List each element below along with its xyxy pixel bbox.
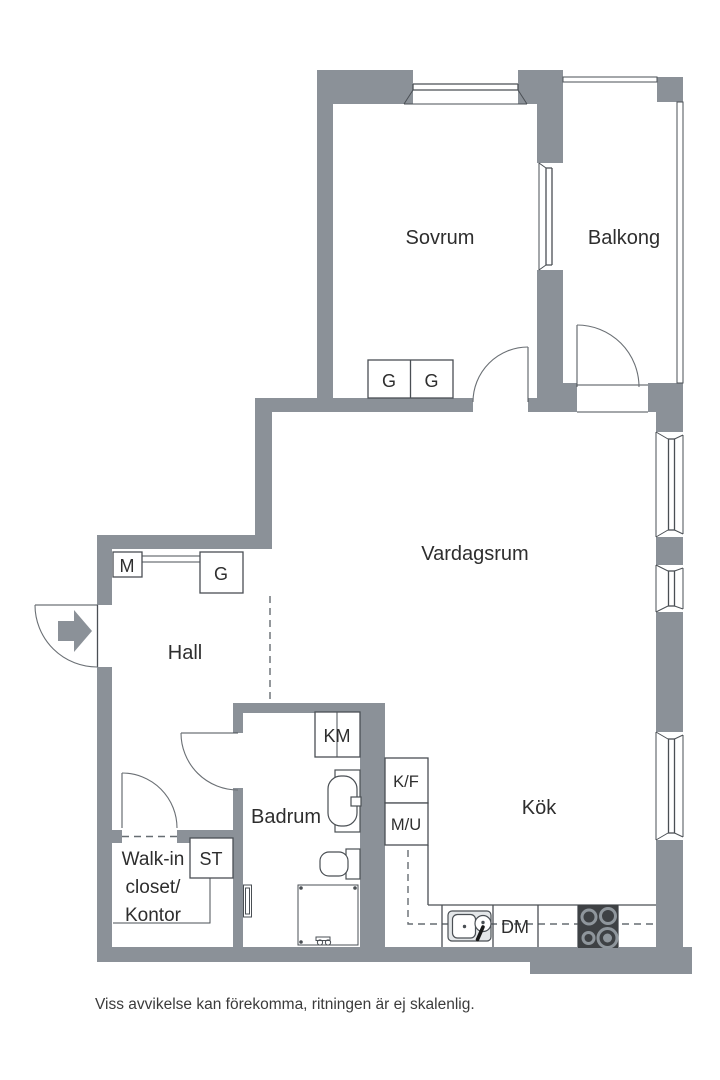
balcony-top-railing [562, 76, 658, 83]
wall-hall-top [97, 535, 272, 549]
door-swing-sovrum [472, 346, 529, 403]
walkin-rail-line [113, 878, 211, 924]
cabinet-st-box [189, 837, 234, 879]
closet-g2-label: G [424, 371, 438, 391]
doors [34, 324, 648, 829]
counter-outline [427, 845, 656, 947]
wall-top-left-of-window [317, 70, 413, 104]
door-swing-balkong [576, 324, 648, 413]
room-label-walkin-line2: closet/ [126, 877, 182, 898]
wall-right-below-window-b [656, 612, 683, 732]
room-labels: Sovrum Balkong Vardagsrum Hall Badrum Kö… [122, 227, 660, 926]
storage-labels: M G G G ST KM K/F M/U DM [120, 371, 530, 937]
bathroom-sink [327, 769, 362, 833]
room-label-badrum: Badrum [251, 806, 321, 828]
closet-m-label: M [120, 556, 135, 576]
window-sovrum [403, 83, 528, 105]
room-label-vardagsrum: Vardagsrum [421, 543, 528, 565]
cabinet-st-label: ST [199, 849, 222, 869]
door-swing-badrum [180, 732, 239, 791]
room-label-walkin-line1: Walk-in [122, 849, 185, 870]
room-label-walkin-line3: Kontor [125, 905, 182, 926]
bathroom-fixtures [243, 769, 362, 946]
entrance-door [34, 604, 99, 668]
toilet [319, 848, 361, 880]
kitchen-upper-cabinet-line [407, 850, 656, 925]
wall-sovrum-bottom-stub [528, 398, 577, 412]
wall-badrum-left-upper [233, 703, 243, 733]
wall-balkong-top-corner [657, 77, 683, 102]
appliance-kf-label: K/F [393, 773, 419, 791]
door-swing-walkin [121, 772, 178, 829]
balcony-right-railing [676, 101, 684, 384]
wall-sovrum-left [317, 70, 333, 412]
entrance-arrow-icon [58, 610, 92, 652]
stove [578, 905, 619, 949]
appliance-mu-box [384, 802, 429, 846]
wall-badrum-top [233, 703, 385, 713]
appliance-mu-label: M/U [391, 816, 421, 834]
kitchen-counter [427, 845, 656, 949]
wall-left-lower [97, 667, 112, 962]
wardrobe-rail [142, 555, 200, 563]
wall-bottom-left [97, 947, 550, 962]
storage-boxes [112, 359, 454, 924]
wall-divider-upper [537, 70, 563, 163]
closet-g-hall-box [199, 551, 244, 594]
wall-badrum-left-lower [233, 788, 243, 947]
room-label-sovrum: Sovrum [406, 227, 475, 249]
room-label-balkong: Balkong [588, 227, 660, 249]
wall-right-above-window-a [656, 412, 683, 432]
shower-mixer [315, 936, 332, 946]
wall-right-below-kitchen-window [656, 840, 683, 947]
walls [97, 70, 692, 974]
wall-step-vertical [255, 398, 272, 549]
windows [403, 83, 684, 841]
closet-m-box [112, 551, 143, 578]
appliance-dm-label: DM [501, 917, 529, 937]
wall-walkin-top-stub [112, 830, 122, 843]
room-label-hall: Hall [168, 642, 202, 664]
appliance-km-label: KM [324, 726, 351, 746]
wall-sovrum-bottom [255, 398, 473, 412]
window-kok [655, 731, 684, 841]
wall-balkong-bottom-right [648, 383, 683, 412]
radiator [243, 884, 252, 918]
window-vardagsrum-b [655, 564, 684, 613]
window-balkong [538, 162, 553, 271]
room-label-kok: Kök [522, 797, 557, 819]
wall-left-upper [97, 535, 112, 605]
shower-enclosure [297, 884, 359, 946]
balcony-railings [562, 76, 684, 384]
window-vardagsrum-a [655, 431, 684, 538]
wall-right-between-windows [656, 537, 683, 565]
closet-g1-label: G [382, 371, 396, 391]
wall-bottom-right [530, 947, 692, 974]
dashed-lines [122, 596, 656, 925]
closet-g-hall-label: G [214, 564, 228, 584]
kitchen-sink [447, 910, 492, 942]
wall-badrum-kok-divider [360, 703, 385, 947]
footer-disclaimer: Viss avvikelse kan förekomma, ritningen … [95, 996, 475, 1013]
